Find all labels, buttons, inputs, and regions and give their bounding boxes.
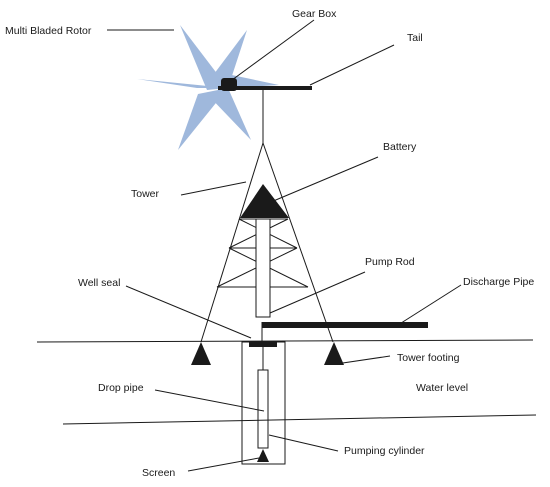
ground-line <box>36 339 534 343</box>
label-water-level: Water level <box>416 382 468 394</box>
leader-lines <box>107 19 462 472</box>
screen <box>257 449 269 462</box>
discharge-pipe <box>262 322 428 328</box>
leader-discharge-pipe <box>397 284 462 326</box>
label-drop-pipe: Drop pipe <box>98 382 144 394</box>
leader-battery <box>270 156 379 203</box>
label-tail: Tail <box>407 32 423 44</box>
rotor-blade <box>178 88 228 150</box>
label-well-seal: Well seal <box>78 277 120 289</box>
leader-tower <box>180 181 247 196</box>
rotor-blade <box>211 30 247 88</box>
tower-footing-right <box>324 342 344 365</box>
label-pump-rod: Pump Rod <box>365 256 415 268</box>
leader-gearbox <box>231 19 315 81</box>
label-screen: Screen <box>142 467 175 479</box>
leader-screen <box>187 457 260 472</box>
leader-tail <box>309 44 395 86</box>
leader-pumping-cylinder <box>268 434 339 452</box>
leader-drop-pipe <box>154 389 265 412</box>
leader-tower-footing <box>335 355 391 365</box>
label-discharge-pipe: Discharge Pipe <box>463 276 534 288</box>
label-tower: Tower <box>131 188 160 200</box>
label-gearbox: Gear Box <box>292 8 337 20</box>
label-tower-footing: Tower footing <box>397 352 460 364</box>
tower-footing-left <box>191 342 211 365</box>
rotor-blade <box>227 74 279 88</box>
label-rotor: Multi Bladed Rotor <box>5 25 92 37</box>
multi-bladed-rotor <box>137 25 279 150</box>
leader-well-seal <box>125 285 252 339</box>
label-battery: Battery <box>383 141 417 153</box>
pump-rod <box>255 218 271 318</box>
rotor-blade <box>137 79 228 88</box>
pumping-cylinder <box>257 369 269 449</box>
label-pumping-cylinder: Pumping cylinder <box>344 445 425 457</box>
gear-box <box>221 78 237 91</box>
leader-pump-rod <box>269 271 366 314</box>
tail-boom <box>218 86 312 90</box>
water-level-line <box>62 414 537 425</box>
battery <box>240 184 289 218</box>
well-seal <box>249 342 277 347</box>
